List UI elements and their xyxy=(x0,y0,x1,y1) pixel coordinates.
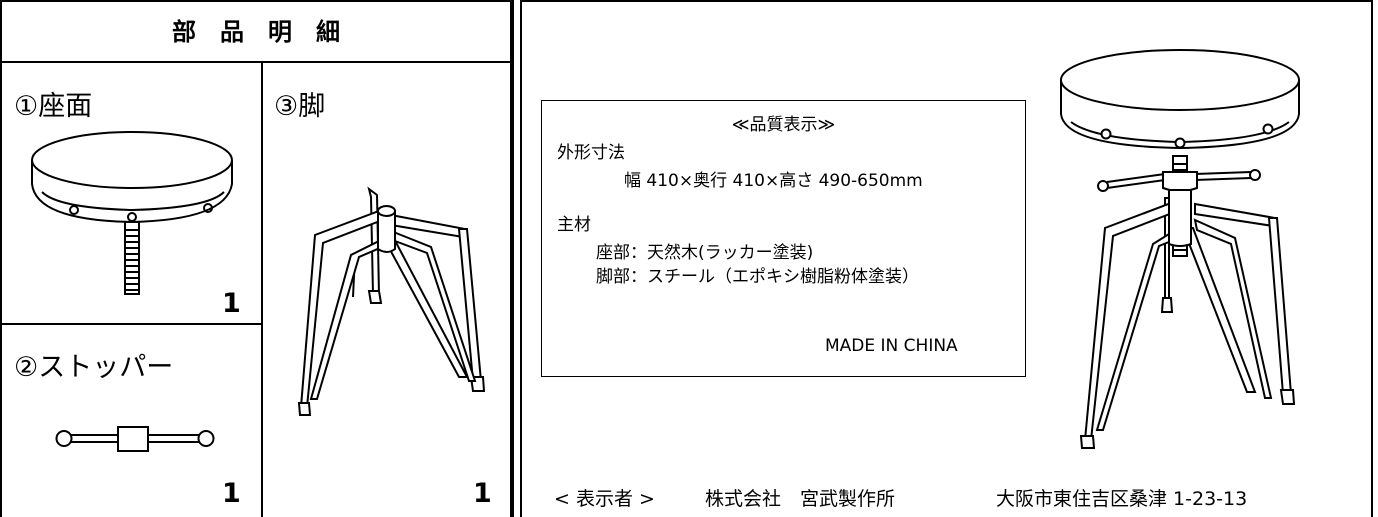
dimensions-value: 幅 410×奥行 410×高さ 490-650mm xyxy=(624,171,923,191)
footer-address: 大阪市東住吉区桑津 1-23-13 xyxy=(996,488,1248,510)
parts-header-divider xyxy=(0,61,512,63)
parts-column-divider xyxy=(261,61,263,517)
footer-label: < 表示者 > xyxy=(554,488,655,510)
material-heading: 主材 xyxy=(557,215,591,235)
dimensions-heading: 外形寸法 xyxy=(557,143,625,163)
stool-seat-icon xyxy=(31,131,233,295)
quality-label-title: ≪品質表示≫ xyxy=(731,115,836,135)
parts-row-divider xyxy=(0,323,262,325)
parts-list-panel xyxy=(0,0,512,517)
product-info-panel xyxy=(520,0,1373,517)
origin-text: MADE IN CHINA xyxy=(825,336,958,356)
part-seat-name: ①座面 xyxy=(14,91,93,122)
part-stopper-name: ②ストッパー xyxy=(14,352,174,383)
part-legs-name: ③脚 xyxy=(274,91,326,122)
part-seat-qty: 1 xyxy=(222,288,241,319)
part-legs-qty: 1 xyxy=(473,478,492,509)
stool-legs-icon xyxy=(297,186,486,416)
footer-company: 株式会社 宮武製作所 xyxy=(705,488,896,510)
quality-label-box xyxy=(541,100,1026,377)
material-legs: 脚部：スチール（エポキシ樹脂粉体塗装） xyxy=(596,267,919,287)
material-seat: 座部：天然木(ラッカー塗装) xyxy=(596,243,814,263)
assembled-stool-icon xyxy=(1060,49,1300,449)
stopper-bar-icon xyxy=(55,426,215,452)
panel-separator xyxy=(512,0,514,517)
part-stopper-qty: 1 xyxy=(222,478,241,509)
parts-list-header: 部 品 明 細 xyxy=(172,18,340,46)
